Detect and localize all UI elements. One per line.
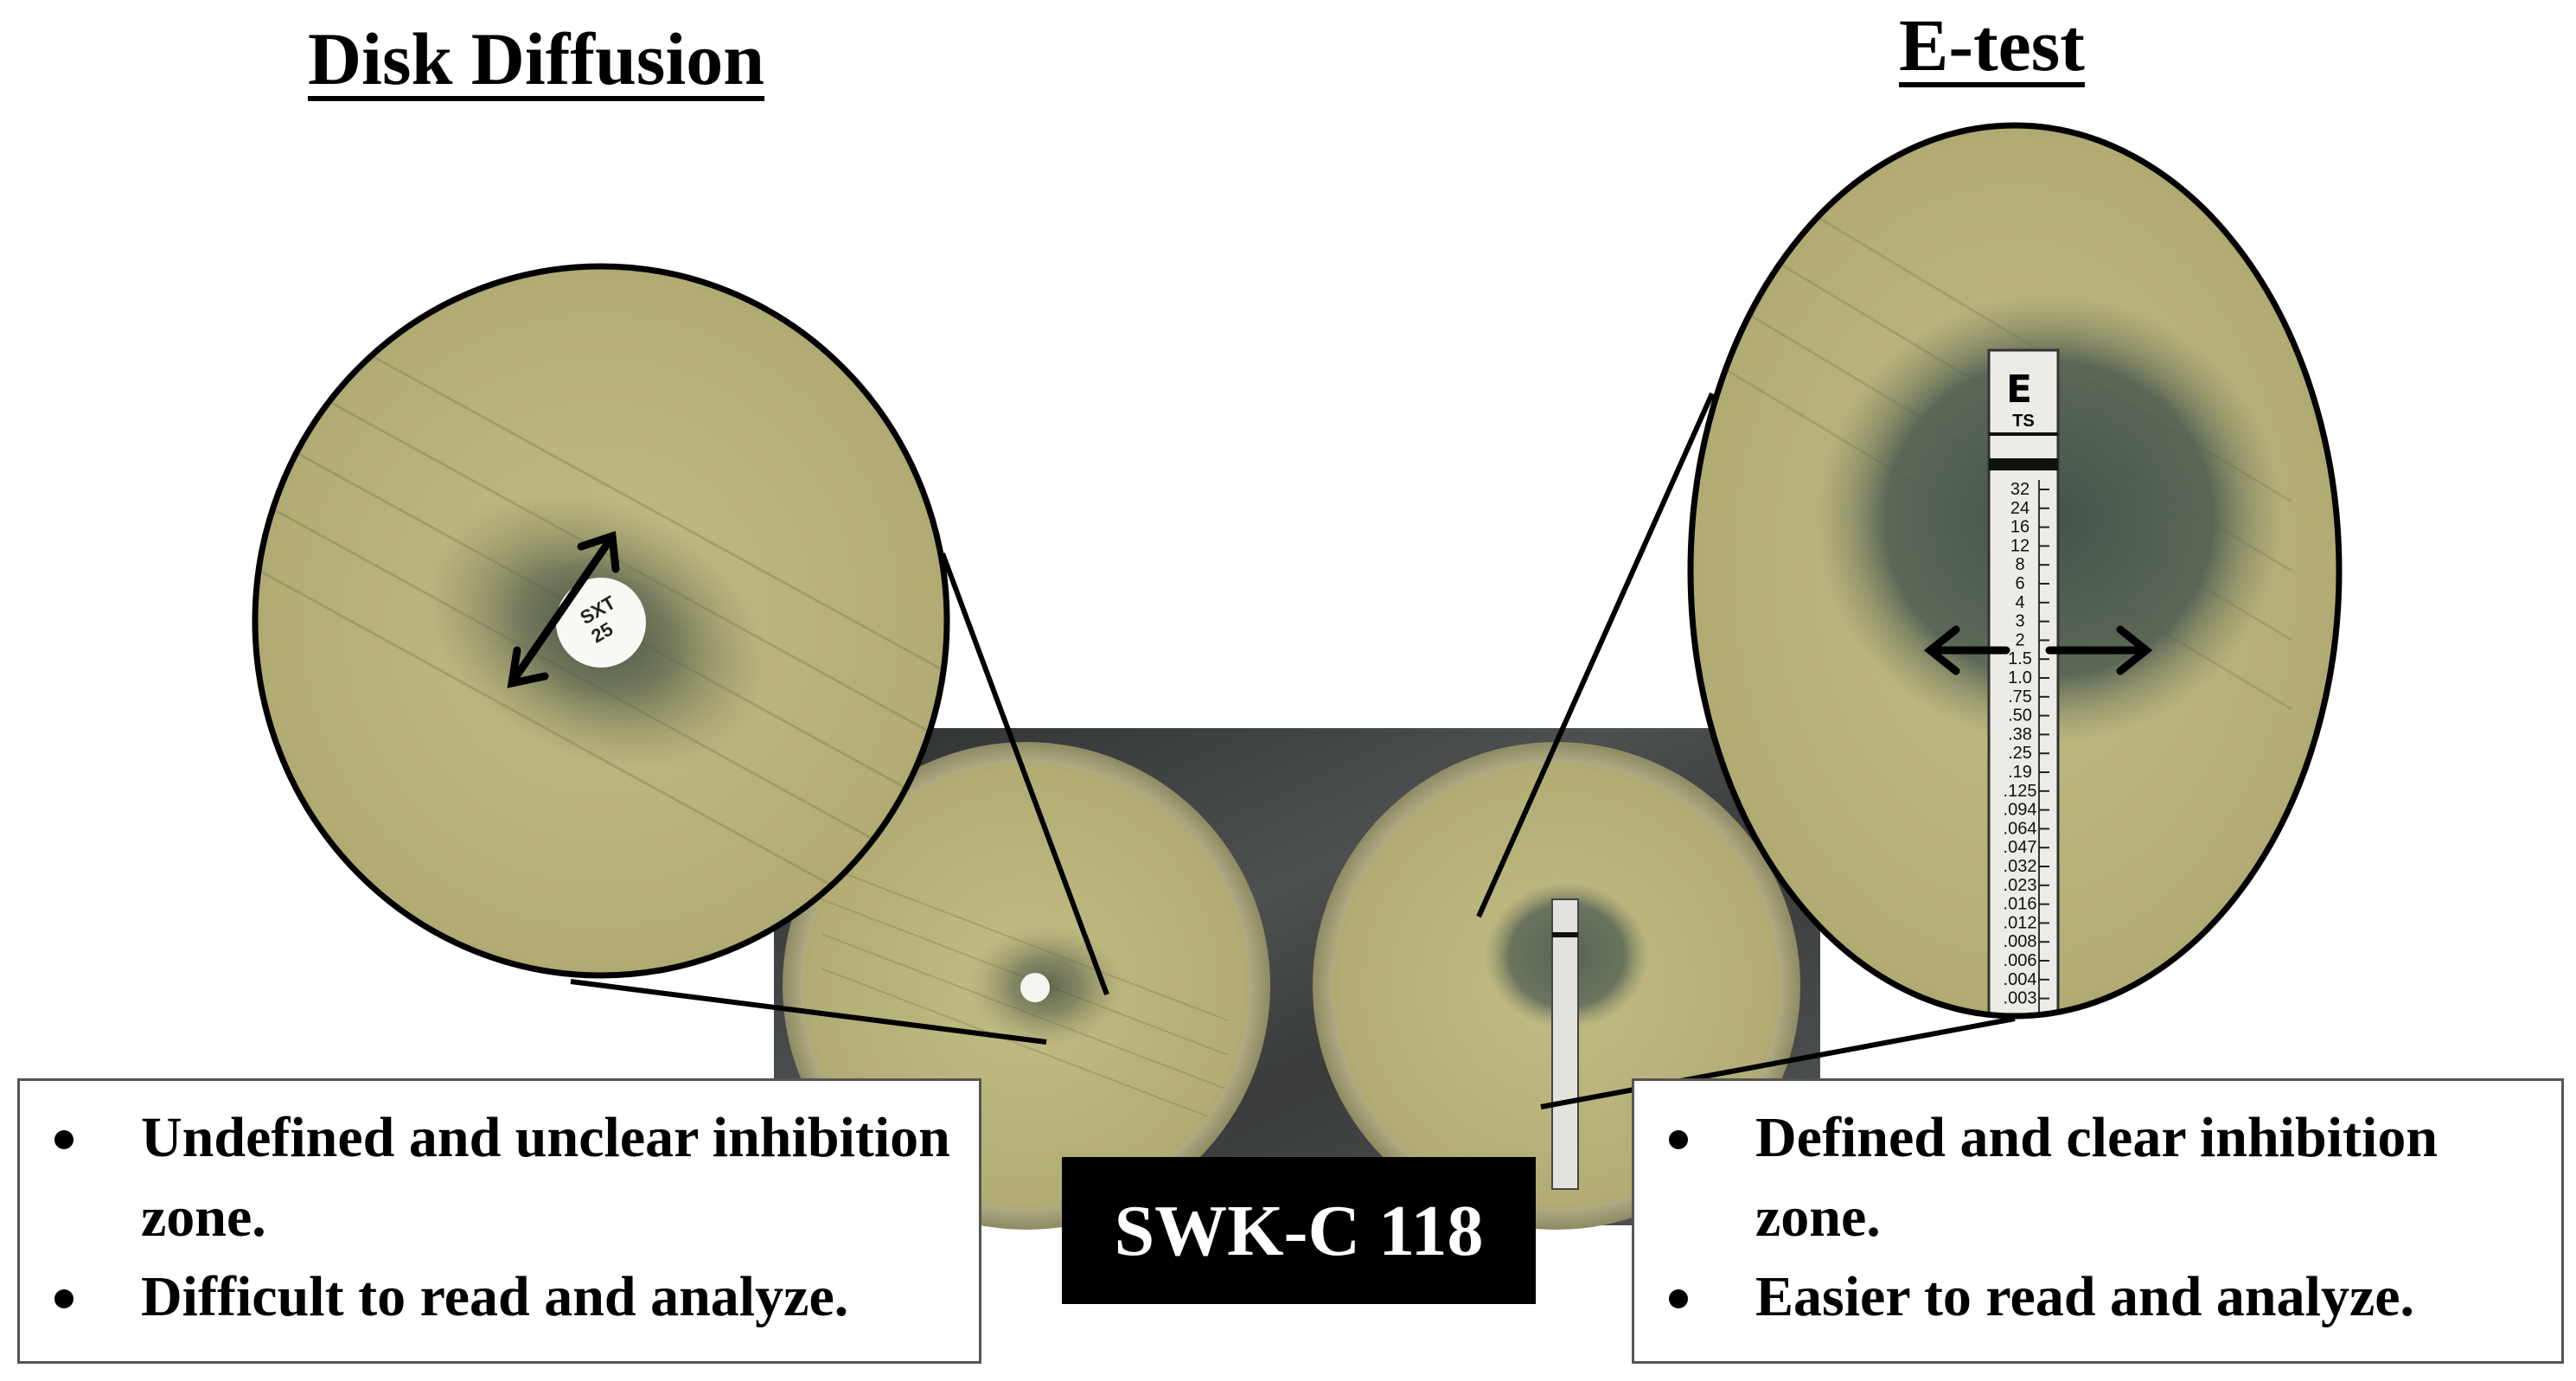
etest-scale-label: 8 xyxy=(2015,555,2024,574)
double-arrow-icon xyxy=(1923,625,2153,675)
etest-scale-label: .125 xyxy=(2004,782,2037,801)
antibiotic-disk xyxy=(556,578,646,668)
note-item: Defined and clear inhibition zone. xyxy=(1634,1098,2561,1257)
etest-scale-label: 16 xyxy=(2010,518,2029,537)
note-text: Undefined and unclear inhibition zone. xyxy=(141,1106,950,1249)
bullet-icon xyxy=(1669,1130,1688,1149)
etest-scale-label: .003 xyxy=(2004,989,2037,1008)
etest-scale-label: .006 xyxy=(2004,951,2037,970)
etest-brand-icon: E xyxy=(2006,368,2032,412)
double-arrow-icon xyxy=(507,530,620,688)
bullet-icon xyxy=(54,1289,74,1308)
etest-scale-label: .012 xyxy=(2004,913,2037,932)
etest-scale-label: 1.5 xyxy=(2008,649,2032,668)
bullet-icon xyxy=(1669,1289,1688,1308)
etest-magnified: E TS 32241612864321.51.0.75.50.38.25.19.… xyxy=(1687,122,2343,1020)
zoom-lines xyxy=(570,392,2016,1109)
sample-label: SWK-C 118 xyxy=(1062,1157,1536,1304)
etest-scale-label: .004 xyxy=(2004,970,2037,989)
etest-scale-label: 2 xyxy=(2015,630,2024,649)
etest-scale-label: 24 xyxy=(2010,499,2029,518)
note-text: Defined and clear inhibition zone. xyxy=(1755,1106,2439,1249)
bullet-icon xyxy=(54,1130,74,1149)
etest-scale-label: .75 xyxy=(2008,687,2032,706)
etest-scale-label: .023 xyxy=(2004,876,2037,895)
etest-scale-label: .50 xyxy=(2008,706,2032,726)
etest-scale: 32241612864321.51.0.75.50.38.25.19.125.0… xyxy=(2004,480,2049,1008)
etest-scale-label: .19 xyxy=(2008,763,2032,782)
etest-scale-label: .008 xyxy=(2004,932,2037,951)
etest-scale-label: .047 xyxy=(2004,838,2037,857)
etest-scale-label: 12 xyxy=(2010,536,2029,555)
etest-strip: E TS 32241612864321.51.0.75.50.38.25.19.… xyxy=(1987,348,2060,1016)
note-text: Easier to read and analyze. xyxy=(1755,1265,2415,1328)
etest-scale-label: .094 xyxy=(2004,801,2037,820)
note-item: Easier to read and analyze. xyxy=(1634,1257,2561,1337)
etest-title: E-test xyxy=(1899,3,2085,86)
etest-scale-label: .25 xyxy=(2008,744,2032,763)
etest-notes: Defined and clear inhibition zone. Easie… xyxy=(1632,1078,2564,1364)
etest-scale-label: 3 xyxy=(2015,612,2024,631)
disk-diffusion-title: Disk Diffusion xyxy=(308,17,765,100)
etest-scale-label: 6 xyxy=(2015,574,2024,593)
etest-scale-label: .38 xyxy=(2008,725,2032,744)
etest-scale-label: .016 xyxy=(2004,895,2037,914)
etest-scale-label: .064 xyxy=(2004,819,2037,838)
etest-scale-label: 32 xyxy=(2010,480,2029,499)
etest-scale-label: 4 xyxy=(2015,593,2024,612)
disk-diffusion-magnified: SXT 25 xyxy=(252,263,950,979)
note-text: Difficult to read and analyze. xyxy=(141,1265,849,1328)
note-item: Difficult to read and analyze. xyxy=(20,1257,979,1337)
disk-diffusion-notes: Undefined and unclear inhibition zone. D… xyxy=(17,1078,981,1364)
etest-scale-label: 1.0 xyxy=(2008,668,2032,687)
etest-code: TS xyxy=(2012,412,2035,431)
note-item: Undefined and unclear inhibition zone. xyxy=(20,1098,979,1257)
etest-scale-label: .032 xyxy=(2004,857,2037,876)
